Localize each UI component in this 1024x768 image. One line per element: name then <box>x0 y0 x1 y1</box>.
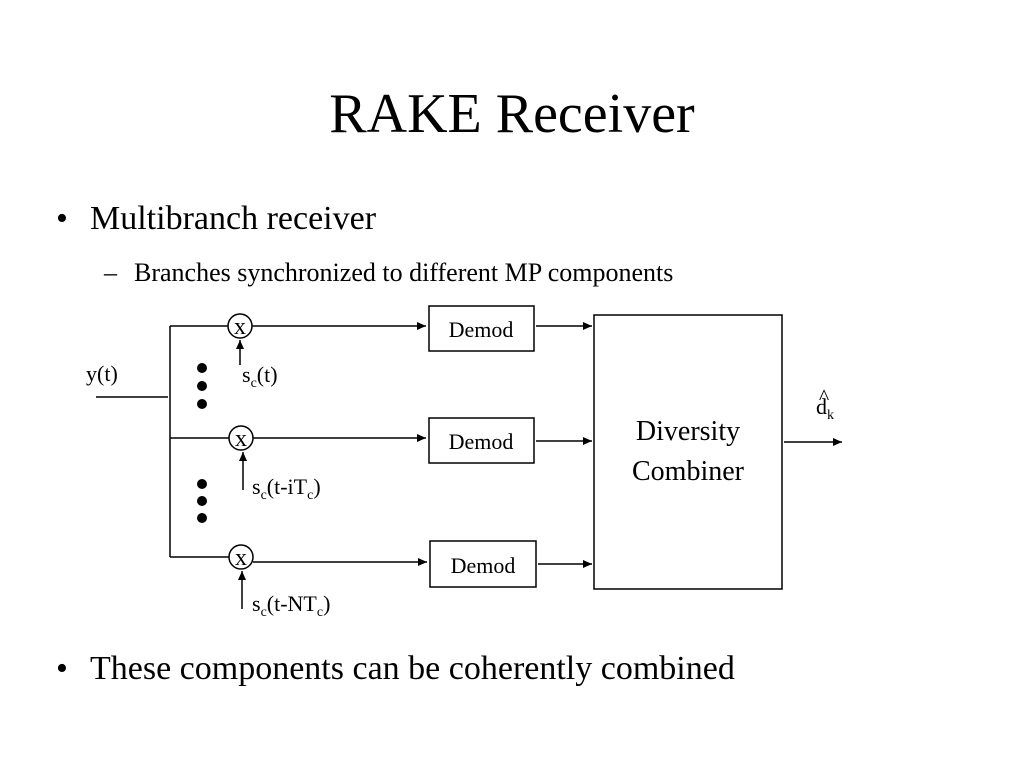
bullet-mark: • <box>56 650 68 687</box>
output-hat: ^ <box>819 384 830 409</box>
demod-box-2 <box>428 417 535 464</box>
code-label-3: sc(t-NTc) <box>252 591 330 620</box>
ellipsis-dot <box>197 399 207 409</box>
multiplier-symbol: x <box>235 545 247 571</box>
demod-label: Demod <box>451 553 516 578</box>
bullet-text: These components can be coherently combi… <box>90 650 735 687</box>
input-label: y(t) <box>86 361 118 386</box>
bullet-multibranch: • Multibranch receiver <box>56 200 376 238</box>
sub-bullet-text: Branches synchronized to different MP co… <box>134 258 674 287</box>
output-label: dk <box>816 394 834 423</box>
demod-label: Demod <box>449 317 514 342</box>
combiner-label-line1: Diversity <box>636 416 740 447</box>
multiplier-3 <box>228 544 254 570</box>
multiplier-symbol: x <box>234 314 246 340</box>
demod-box-3 <box>429 540 537 588</box>
sub-bullet-branches: – Branches synchronized to different MP … <box>104 258 673 288</box>
demod-label: Demod <box>449 429 514 454</box>
dash-mark: – <box>104 258 117 287</box>
ellipsis-dot <box>197 496 207 506</box>
demod-box-1 <box>428 305 535 352</box>
slide-title: RAKE Receiver <box>329 83 695 145</box>
code-label-1: sc(t) <box>242 362 278 391</box>
bullet-text: Multibranch receiver <box>90 200 377 237</box>
ellipsis-dot <box>197 363 207 373</box>
combiner-label-line2: Combiner <box>632 456 745 487</box>
ellipsis-dot <box>197 513 207 523</box>
bullet-coherent: • These components can be coherently com… <box>56 650 735 688</box>
code-label-2: sc(t-iTc) <box>252 474 321 503</box>
multiplier-symbol: x <box>235 426 247 452</box>
ellipsis-dot <box>197 381 207 391</box>
bullet-mark: • <box>56 200 68 237</box>
ellipsis-dot <box>197 479 207 489</box>
diversity-combiner-box <box>593 314 783 590</box>
